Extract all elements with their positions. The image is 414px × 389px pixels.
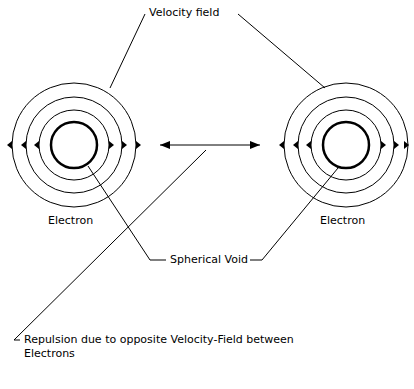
repulsion-arrow — [160, 145, 260, 146]
velocity-field-circle — [39, 110, 109, 180]
spherical-void — [323, 122, 369, 168]
arrowhead — [160, 141, 170, 149]
velocity-field-circle — [12, 83, 136, 207]
leader-line — [110, 14, 145, 88]
leader-line — [14, 150, 206, 340]
leader-line — [88, 166, 166, 260]
velocity-field-circle — [298, 97, 394, 193]
velocity-field-circle — [284, 83, 408, 207]
velocity-field-circle — [26, 97, 122, 193]
velocity-arrowheads — [7, 141, 409, 149]
title-label: Velocity field — [147, 6, 221, 20]
part-label: Electron — [46, 214, 95, 228]
part-label: Electron — [318, 214, 367, 228]
spherical-void — [51, 122, 97, 168]
leader-line — [238, 14, 325, 88]
arrowhead — [250, 141, 260, 149]
velocity-field-circle — [311, 110, 381, 180]
note-label: Repulsion due to opposite Velocity-Field… — [22, 333, 296, 361]
part-label: Spherical Void — [168, 253, 250, 267]
